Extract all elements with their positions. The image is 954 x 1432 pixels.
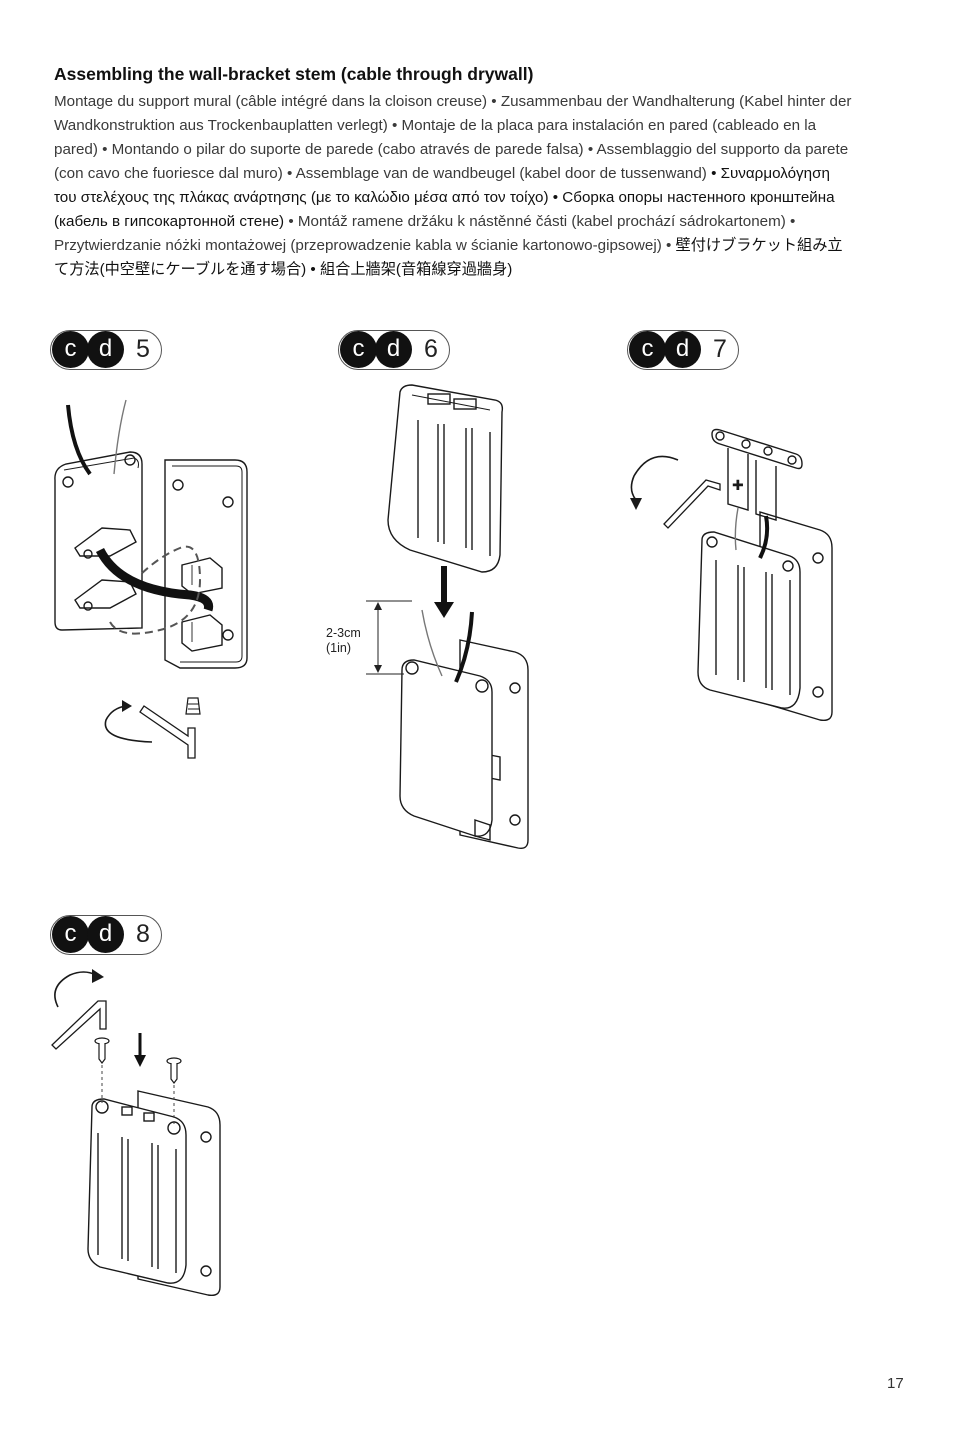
step-badge-5: c d 5 — [50, 330, 162, 370]
measurement-in: (1in) — [326, 641, 352, 655]
step-6-illustration — [366, 384, 529, 850]
step-8-illustration — [51, 969, 221, 1297]
hex-key-icon — [51, 1000, 107, 1050]
step-7-illustration: ✚ — [630, 428, 833, 722]
rotate-arrow-icon — [54, 969, 104, 1008]
step-number: 8 — [136, 920, 150, 948]
intro-paragraph: Montage du support mural (câble intégré … — [54, 90, 854, 282]
down-arrow-icon — [134, 1033, 146, 1067]
intro-text-3: • Montáž ramene držáku k nástěnné části … — [54, 213, 796, 254]
badge-c: c — [340, 331, 377, 368]
step-5-illustration — [54, 399, 248, 759]
rotate-arrow-icon — [630, 455, 679, 510]
step-number: 5 — [136, 335, 150, 363]
measurement-label: 2-3cm (1in) — [326, 626, 361, 656]
step-number: 7 — [713, 335, 727, 363]
screw-icon — [185, 697, 201, 715]
badge-d: d — [87, 331, 124, 368]
screw-icon — [166, 1057, 182, 1125]
step-badge-6: c d 6 — [338, 330, 450, 370]
measurement-cm: 2-3cm — [326, 626, 361, 640]
badge-d: d — [375, 331, 412, 368]
hex-key-icon — [663, 479, 721, 529]
step-badge-8: c d 8 — [50, 915, 162, 955]
step-number: 6 — [424, 335, 438, 363]
badge-c: c — [52, 916, 89, 953]
down-arrow-icon — [434, 566, 454, 618]
page-number: 17 — [887, 1375, 904, 1392]
badge-c: c — [629, 331, 666, 368]
section-heading: Assembling the wall-bracket stem (cable … — [54, 64, 534, 84]
rotate-arrow-icon — [104, 700, 153, 743]
intro-text-1: Montage du support mural (câble intégré … — [54, 93, 852, 182]
svg-text:✚: ✚ — [732, 478, 744, 494]
intro-text-4: 壁付けブラケット組み立て方法(中空壁にケーブルを通す場合) • 組合上牆架(音箱… — [54, 237, 843, 278]
badge-d: d — [664, 331, 701, 368]
screw-icon — [94, 1037, 110, 1103]
step-badge-7: c d 7 — [627, 330, 739, 370]
badge-c: c — [52, 331, 89, 368]
hex-key-icon — [139, 705, 196, 759]
badge-d: d — [87, 916, 124, 953]
intro-text-2: • Συναρμολόγηση του στελέχους της πλάκας… — [54, 165, 835, 230]
